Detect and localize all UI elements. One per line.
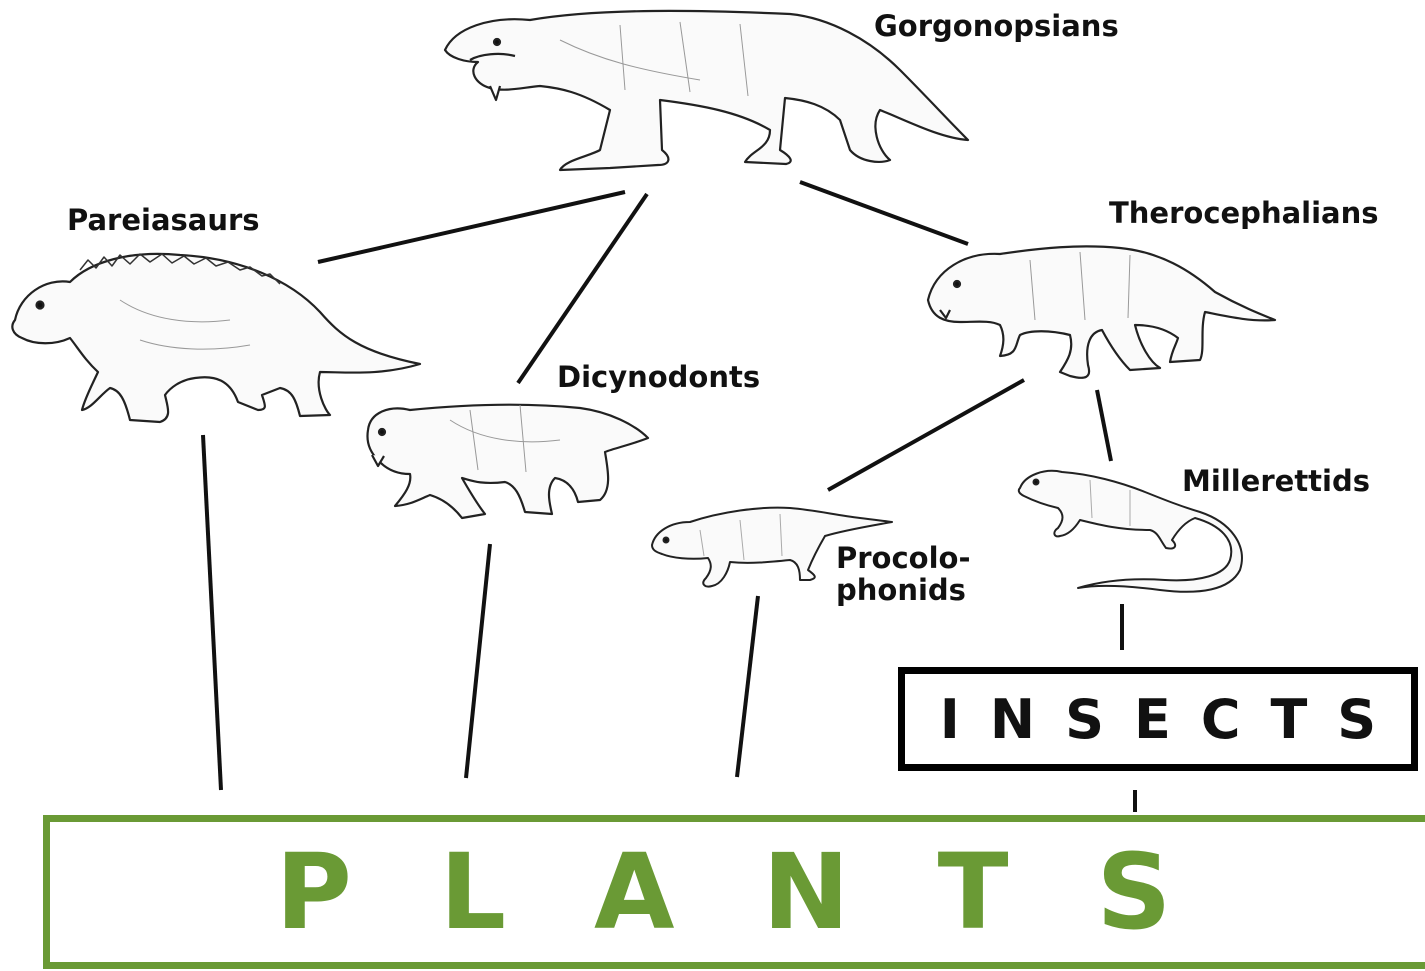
label-dicynodonts: Dicynodonts	[557, 362, 760, 394]
edge-procolophonids-plants	[737, 596, 758, 777]
therocephalian-illustration	[928, 246, 1275, 377]
label-procolophonids-line2: phonids	[836, 575, 971, 607]
label-procolophonids-line1: Procolo-	[836, 543, 971, 575]
insects-label: INSECTS	[940, 688, 1406, 751]
label-gorgonopsians: Gorgonopsians	[874, 11, 1119, 43]
label-procolophonids: Procolo- phonids	[836, 543, 971, 607]
edge-dicynodonts-plants	[466, 544, 490, 778]
edge-pareiasaurs-plants	[203, 435, 221, 790]
insects-box: INSECTS	[898, 667, 1418, 771]
label-millerettids: Millerettids	[1182, 466, 1370, 498]
edge-gorgonopsians-therocephalians	[800, 182, 968, 244]
pareiasaur-illustration	[12, 254, 420, 422]
dicynodont-illustration	[367, 405, 648, 518]
edge-gorgonopsians-pareiasaurs	[318, 192, 625, 262]
label-therocephalians: Therocephalians	[1109, 198, 1379, 230]
edge-gorgonopsians-dicynodonts	[518, 194, 647, 383]
edge-therocephalians-procolophonids	[828, 380, 1024, 490]
edge-therocephalians-millerettids	[1097, 390, 1111, 461]
label-pareiasaurs: Pareiasaurs	[67, 205, 260, 237]
plants-label: PLANTS	[276, 831, 1260, 953]
plants-box: PLANTS	[43, 815, 1425, 969]
